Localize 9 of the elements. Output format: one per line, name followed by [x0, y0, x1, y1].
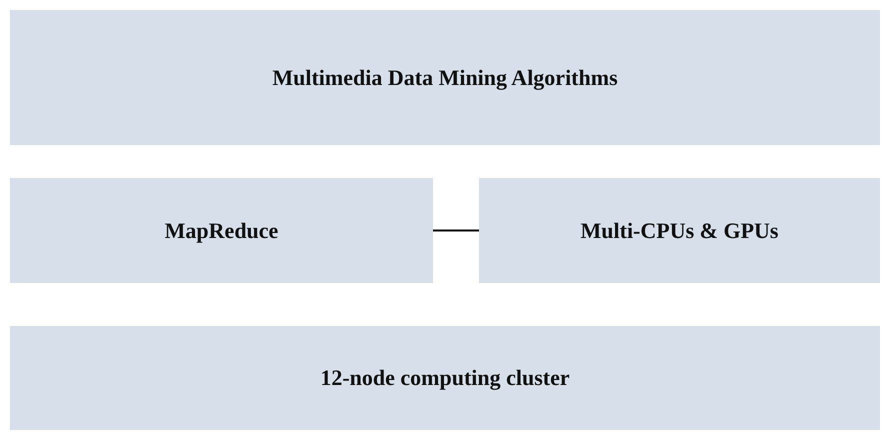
layer-label: 12-node computing cluster	[320, 365, 570, 391]
layer-box	[10, 10, 880, 145]
layer-box	[10, 326, 880, 430]
layer-label: MapReduce	[164, 218, 278, 244]
layer-box	[479, 178, 880, 283]
connector-line	[433, 230, 479, 232]
layer-label: Multi-CPUs & GPUs	[580, 218, 778, 244]
layer-label: Multimedia Data Mining Algorithms	[272, 64, 618, 90]
layer-box	[10, 178, 433, 283]
